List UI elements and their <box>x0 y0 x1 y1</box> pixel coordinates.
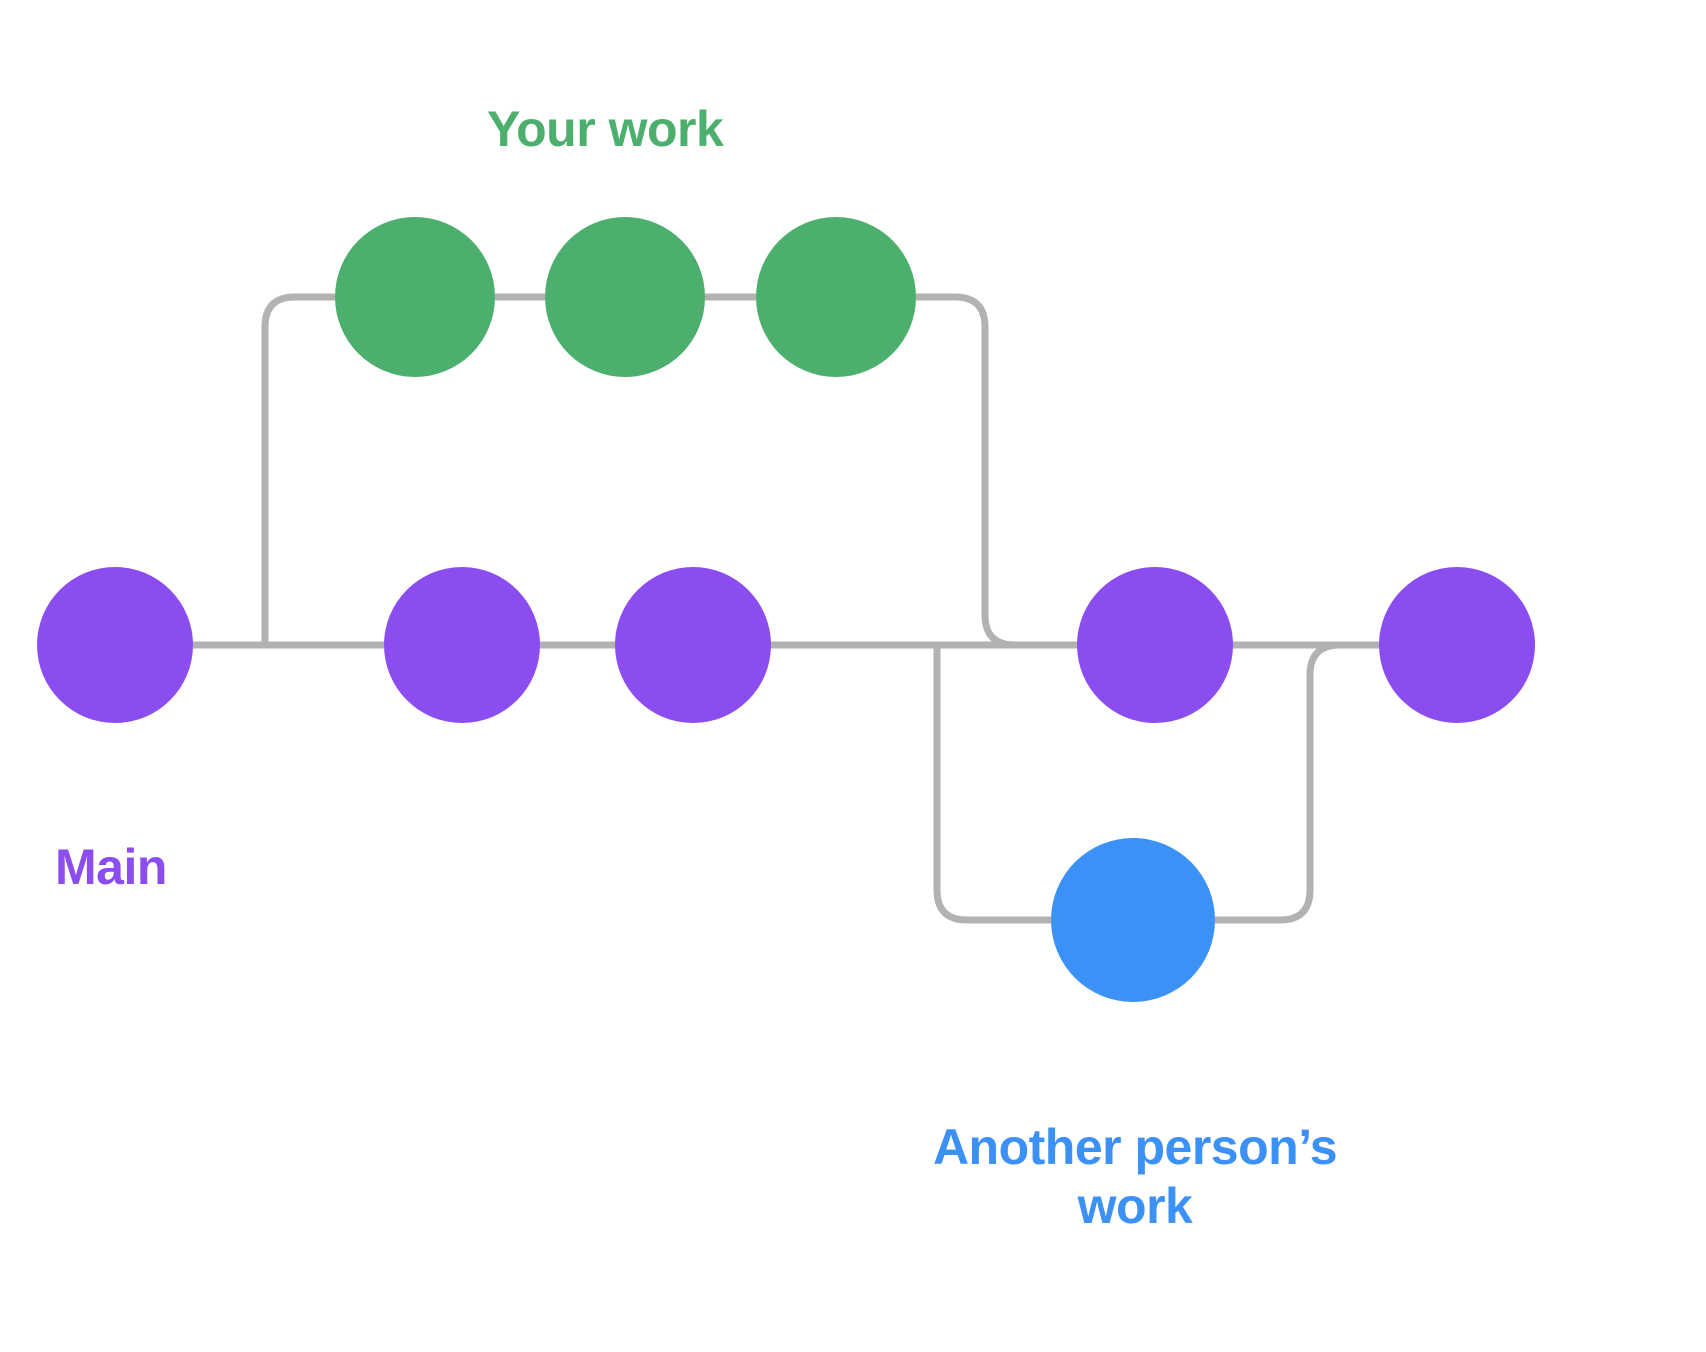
commit-node-work-2[interactable] <box>545 217 705 377</box>
commit-node-work-1[interactable] <box>335 217 495 377</box>
branch-label-your-work: Your work <box>487 101 724 157</box>
commit-node-other-1[interactable] <box>1051 838 1215 1002</box>
commit-node-main-5[interactable] <box>1379 567 1535 723</box>
commit-node-main-2[interactable] <box>384 567 540 723</box>
commit-node-work-3[interactable] <box>756 217 916 377</box>
edge-other-branch <box>933 645 1051 924</box>
commit-node-main-3[interactable] <box>615 567 771 723</box>
edge-your-work-merge <box>916 293 1016 649</box>
commit-node-main-1[interactable] <box>37 567 193 723</box>
commit-node-main-4[interactable] <box>1077 567 1233 723</box>
edge-other-merge <box>1215 641 1341 924</box>
branch-label-another-person-line2: work <box>1077 1178 1193 1234</box>
edge-your-work-branch <box>261 293 335 645</box>
branch-label-another-person-line1: Another person’s <box>932 1119 1338 1175</box>
branch-label-another-person: Another person’s work <box>905 1118 1365 1236</box>
branch-label-main: Main <box>55 839 167 895</box>
